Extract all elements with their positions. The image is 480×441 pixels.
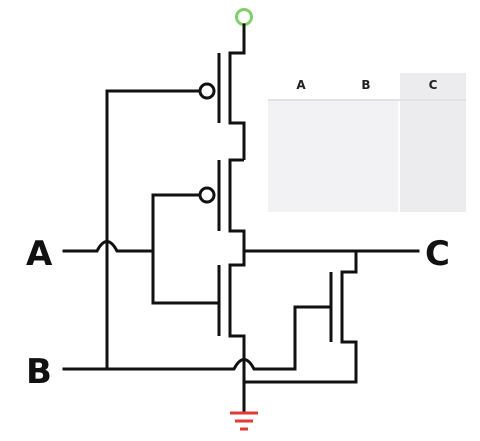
pmos-bottom bbox=[198, 158, 246, 250]
ground-rail bbox=[242, 348, 358, 384]
output-c-label: C bbox=[425, 234, 450, 274]
input-b-wire bbox=[62, 305, 333, 371]
truth-table-header-a: A bbox=[296, 78, 306, 92]
nmos-left bbox=[217, 251, 246, 350]
ground-icon bbox=[230, 411, 258, 431]
vdd-terminal-icon bbox=[235, 8, 253, 26]
truth-table: A B C bbox=[268, 73, 466, 212]
truth-table-inputs-body bbox=[268, 101, 398, 212]
input-a-gate-net bbox=[151, 193, 221, 305]
truth-table-header-b: B bbox=[361, 78, 371, 92]
truth-table-header-c: C bbox=[428, 78, 438, 92]
input-a-label: A bbox=[26, 234, 53, 274]
truth-table-output-column bbox=[400, 73, 466, 212]
nmos-right bbox=[329, 251, 358, 382]
input-b-label: B bbox=[26, 352, 52, 392]
pmos-top bbox=[198, 51, 246, 160]
input-b-gate-net bbox=[105, 89, 201, 371]
